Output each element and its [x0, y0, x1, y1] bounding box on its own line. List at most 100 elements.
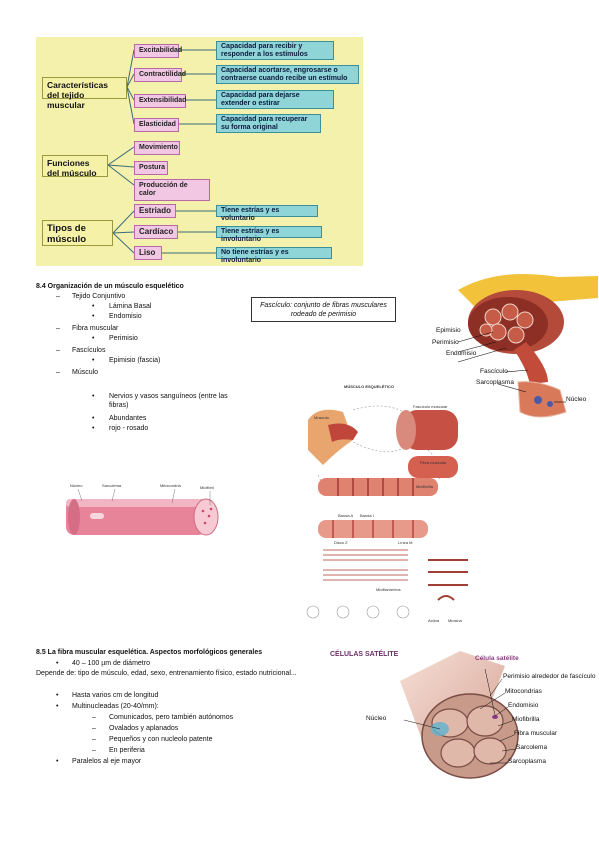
bullet: •: [56, 660, 59, 667]
label-endomysium: Endomisio: [446, 350, 477, 357]
label-perimysium: Perimisio: [432, 339, 459, 346]
desc-contractility: Capacidad acortarse, engrosarse o contra…: [216, 65, 359, 84]
characteristics-box: Características del tejido muscular: [42, 77, 127, 110]
list-item: Músculo: [72, 369, 99, 376]
bullet: •: [92, 357, 95, 364]
bullet: •: [56, 703, 59, 710]
list-item: Tejido Conjuntivo: [72, 293, 126, 300]
bullet: –: [56, 347, 60, 354]
bullet: –: [56, 325, 60, 332]
list-item: Pequeños y con nucleolo patente: [109, 736, 213, 743]
bullet: •: [92, 425, 95, 432]
functions-box: Funciones del músculo: [42, 155, 108, 178]
list-item: Epimisio (fascia): [109, 357, 161, 364]
muscle-anatomy-diagram: Epimisio Perimisio Endomisio Fascículo S…: [398, 272, 598, 434]
label-fascicle: Fascículo: [480, 368, 508, 375]
label-muscle-fiber: Fibra muscular: [420, 460, 447, 465]
list-item: Fibra muscular: [72, 325, 119, 332]
label-fiber-mitochondria: Mitocondria: [160, 483, 181, 488]
muscle-fiber-diagram: Núcleo Sarcolema Mitocondria Miofibril: [60, 481, 230, 541]
type-smooth: Liso: [134, 246, 162, 260]
list-item: Perimisio: [109, 335, 138, 342]
section-85-title: 8.5 La fibra muscular esquelética. Aspec…: [36, 649, 263, 656]
label-sarcoplasm: Sarcoplasma: [476, 379, 514, 386]
list-item: rojo - rosado: [109, 425, 149, 432]
label-satellite-cell: Célula satélite: [475, 655, 519, 662]
type-striated: Estriado: [134, 204, 176, 218]
bullet: •: [92, 313, 95, 320]
label-myosin: Miosina: [448, 618, 462, 623]
prop-elasticity: Elasticidad: [134, 118, 179, 132]
label-myofibril-sat: Miofibrilla: [512, 716, 540, 723]
list-item: Abundantes: [109, 415, 147, 422]
label-fiber-myofibril: Miofibril: [200, 485, 214, 490]
label-z-disc: Disco Z: [334, 540, 348, 545]
bullet: •: [92, 415, 95, 422]
diameter-text: 40 – 100 µm de diámetro: [72, 660, 150, 667]
label-myofilaments: Miofilamentos: [376, 587, 401, 592]
list-item: Multinucleadas (20-40/mm):: [72, 703, 159, 710]
list-item: Comunicados, pero también autónomos: [109, 714, 234, 721]
list-item: Lámina Basal: [109, 303, 152, 310]
desc-elasticity: Capacidad para recuperar su forma origin…: [216, 114, 321, 133]
concept-map: Características del tejido muscular Func…: [36, 37, 363, 266]
muscle-fiber-illustration: [66, 488, 219, 536]
desc-cardiac: Tiene estrías y es involuntario: [216, 226, 322, 243]
list-item: Fascículos: [72, 347, 106, 354]
satellite-title: CÉLULAS SATÉLITE: [330, 651, 399, 658]
bullet: –: [56, 369, 60, 376]
list-item: Ovalados y aplanados: [109, 725, 179, 732]
satellite-cells-illustration: [400, 651, 519, 779]
bullet: –: [92, 736, 96, 743]
fascicle-note: Fascículo: conjunto de fibras musculares…: [251, 297, 396, 322]
label-sarcoplasm-sat: Sarcoplasma: [508, 758, 546, 765]
label-mitochondria: Mitocondrias: [505, 688, 542, 695]
bullet: –: [92, 725, 96, 732]
bullet: –: [92, 747, 96, 754]
bullet: •: [92, 303, 95, 310]
skeletal-muscle-diagram: MÚSCULO ESQUELÉTICO Músculo Fascículo mu…: [298, 380, 478, 630]
desc-excitability: Capacidad para recibir y responder a los…: [216, 41, 334, 60]
label-fiber-nucleus: Núcleo: [70, 483, 83, 488]
bullet: •: [92, 335, 95, 342]
list-item: Nervios y vasos sanguíneos (entre las fi…: [109, 393, 228, 409]
func-movement: Movimiento: [134, 141, 180, 155]
label-muscle-fiber-sat: Fibra muscular: [514, 730, 557, 737]
func-posture: Postura: [134, 161, 168, 175]
muscle-anatomy-illustration: [457, 273, 598, 418]
label-epimysium: Epimisio: [436, 327, 461, 334]
types-box: Tipos de músculo: [42, 220, 113, 246]
bullet: –: [56, 293, 60, 300]
func-heat: Producción de calor: [134, 179, 210, 201]
bullet: •: [92, 393, 95, 400]
skeletal-muscle-illustration: [306, 405, 468, 619]
label-fiber-sarcolemma: Sarcolema: [102, 483, 122, 488]
prop-excitability: Excitabilidad: [134, 44, 182, 58]
skeletal-title: MÚSCULO ESQUELÉTICO: [344, 384, 395, 389]
label-actin: Actina: [428, 618, 440, 623]
label-a-band: Banda A: [338, 513, 354, 518]
desc-extensibility: Capacidad para dejarse extender o estira…: [216, 90, 334, 109]
prop-extensibility: Extensibilidad: [134, 94, 186, 108]
depends-text: Depende de: tipo de músculo, edad, sexo,…: [36, 670, 297, 677]
label-muscle-fascicle: Fascículo muscular: [413, 404, 448, 409]
label-sarcolemma-sat: Sarcolema: [516, 744, 548, 751]
list-item: En periferia: [109, 747, 145, 754]
desc-smooth: No tiene estrías y es involuntario: [216, 247, 332, 264]
label-m-line: Línea M: [398, 540, 413, 545]
desc-striated: Tiene estrías y es voluntario: [216, 205, 318, 222]
prop-contractility: Contractilidad: [134, 68, 186, 82]
list-item: Paralelos al eje mayor: [72, 758, 142, 765]
label-myofibril: Miofibrilla: [416, 484, 433, 489]
label-nucleus-sat: Núcleo: [366, 715, 387, 722]
list-item: Endomisio: [109, 313, 142, 320]
satellite-cells-diagram: CÉLULAS SATÉLITE Célula satélite Perimis…: [330, 651, 596, 786]
section-84-title: 8.4 Organización de un músculo esqueléti…: [36, 283, 184, 290]
bullet: –: [92, 714, 96, 721]
label-muscle: Músculo: [314, 415, 329, 420]
label-i-band: Banda I: [360, 513, 374, 518]
label-perimysium-fascicle: Perimisio alrededor de fascículo: [503, 673, 596, 680]
label-nucleus: Núcleo: [566, 396, 587, 403]
label-endomysium-sat: Endomisio: [508, 702, 539, 709]
bullet: •: [56, 692, 59, 699]
